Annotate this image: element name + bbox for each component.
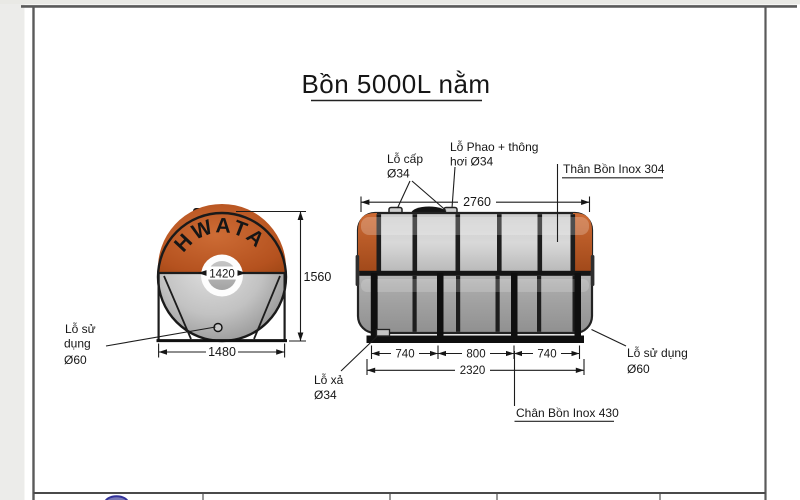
dim-base-total-2320: 2320 [366, 359, 585, 377]
label-lo-cap-line2: Ø34 [387, 167, 410, 181]
label-lo-su-dung-right-line2: Ø60 [627, 362, 650, 376]
side-right-end-cap [573, 213, 592, 272]
label-lo-su-dung-left-line3: Ø60 [64, 353, 87, 367]
side-manhole-dome [411, 206, 447, 214]
dim-seg-mid-value: 800 [466, 348, 485, 360]
page-title: Bồn 5000L nằm [301, 69, 490, 99]
label-lo-su-dung-left-line2: dụng [64, 337, 91, 351]
label-lo-phao-line1: Lỗ Phao + thông [450, 139, 538, 154]
label-lo-su-dung-left: Lỗ sử dụng Ø60 [64, 321, 216, 367]
label-lo-cap: Lỗ cấp Ø34 [387, 151, 447, 211]
dim-base-segments: 740 800 740 [370, 345, 581, 360]
dim-height-1560: 1560 [236, 210, 332, 342]
front-view: HWATA 1420 1560 [64, 203, 332, 367]
side-left-end-cap [358, 213, 377, 272]
label-than-bon-text: Thân Bồn Inox 304 [563, 162, 665, 176]
label-lo-cap-line1: Lỗ cấp [387, 151, 423, 166]
label-lo-su-dung-right-line1: Lỗ sử dụng [627, 345, 688, 360]
outer-margin-top [0, 0, 800, 5]
side-drain-hole [375, 328, 391, 337]
dim-base-width-value: 1480 [208, 345, 236, 359]
label-chan-bon-text: Chân Bồn Inox 430 [516, 406, 619, 420]
title-block [33, 492, 766, 500]
dim-height-value: 1560 [304, 270, 332, 284]
company-logo-icon [104, 495, 129, 500]
front-stand [156, 273, 287, 343]
label-lo-su-dung-left-line1: Lỗ sử [65, 321, 96, 336]
side-left-cap-trim [355, 255, 360, 286]
dim-diameter-1420: 1420 [198, 266, 246, 280]
label-lo-xa-line1: Lỗ xả [314, 372, 344, 387]
dim-diameter-value: 1420 [209, 268, 235, 280]
dim-length-2760: 2760 [360, 195, 591, 212]
label-lo-xa-line2: Ø34 [314, 388, 337, 402]
label-than-bon: Thân Bồn Inox 304 [556, 162, 665, 242]
title-group: Bồn 5000L nằm [301, 69, 490, 102]
side-ribs-upper [376, 214, 576, 271]
dim-base-total-value: 2320 [460, 365, 486, 377]
label-lo-phao-line2: hơi Ø34 [450, 155, 494, 169]
side-right-cap-trim [590, 255, 595, 286]
dim-base-width-1480: 1480 [158, 343, 286, 359]
dim-seg-left-value: 740 [395, 348, 414, 360]
side-mid-seam [359, 270, 591, 276]
dim-length-value: 2760 [463, 195, 491, 209]
dim-seg-right-value: 740 [537, 348, 556, 360]
label-lo-xa: Lỗ xả Ø34 [314, 335, 378, 402]
label-lo-su-dung-right: Lỗ sử dụng Ø60 [591, 329, 688, 376]
side-view: 2760 Lỗ cấp Ø34 Lỗ Phao + thông hơi Ø34 … [314, 139, 688, 422]
label-lo-phao: Lỗ Phao + thông hơi Ø34 [450, 139, 538, 209]
side-stand [366, 273, 584, 343]
outer-margin-left [0, 4, 25, 500]
side-sheen-upper [361, 217, 589, 235]
label-chan-bon: Chân Bồn Inox 430 [513, 351, 619, 422]
side-sheen-lower [361, 279, 589, 292]
